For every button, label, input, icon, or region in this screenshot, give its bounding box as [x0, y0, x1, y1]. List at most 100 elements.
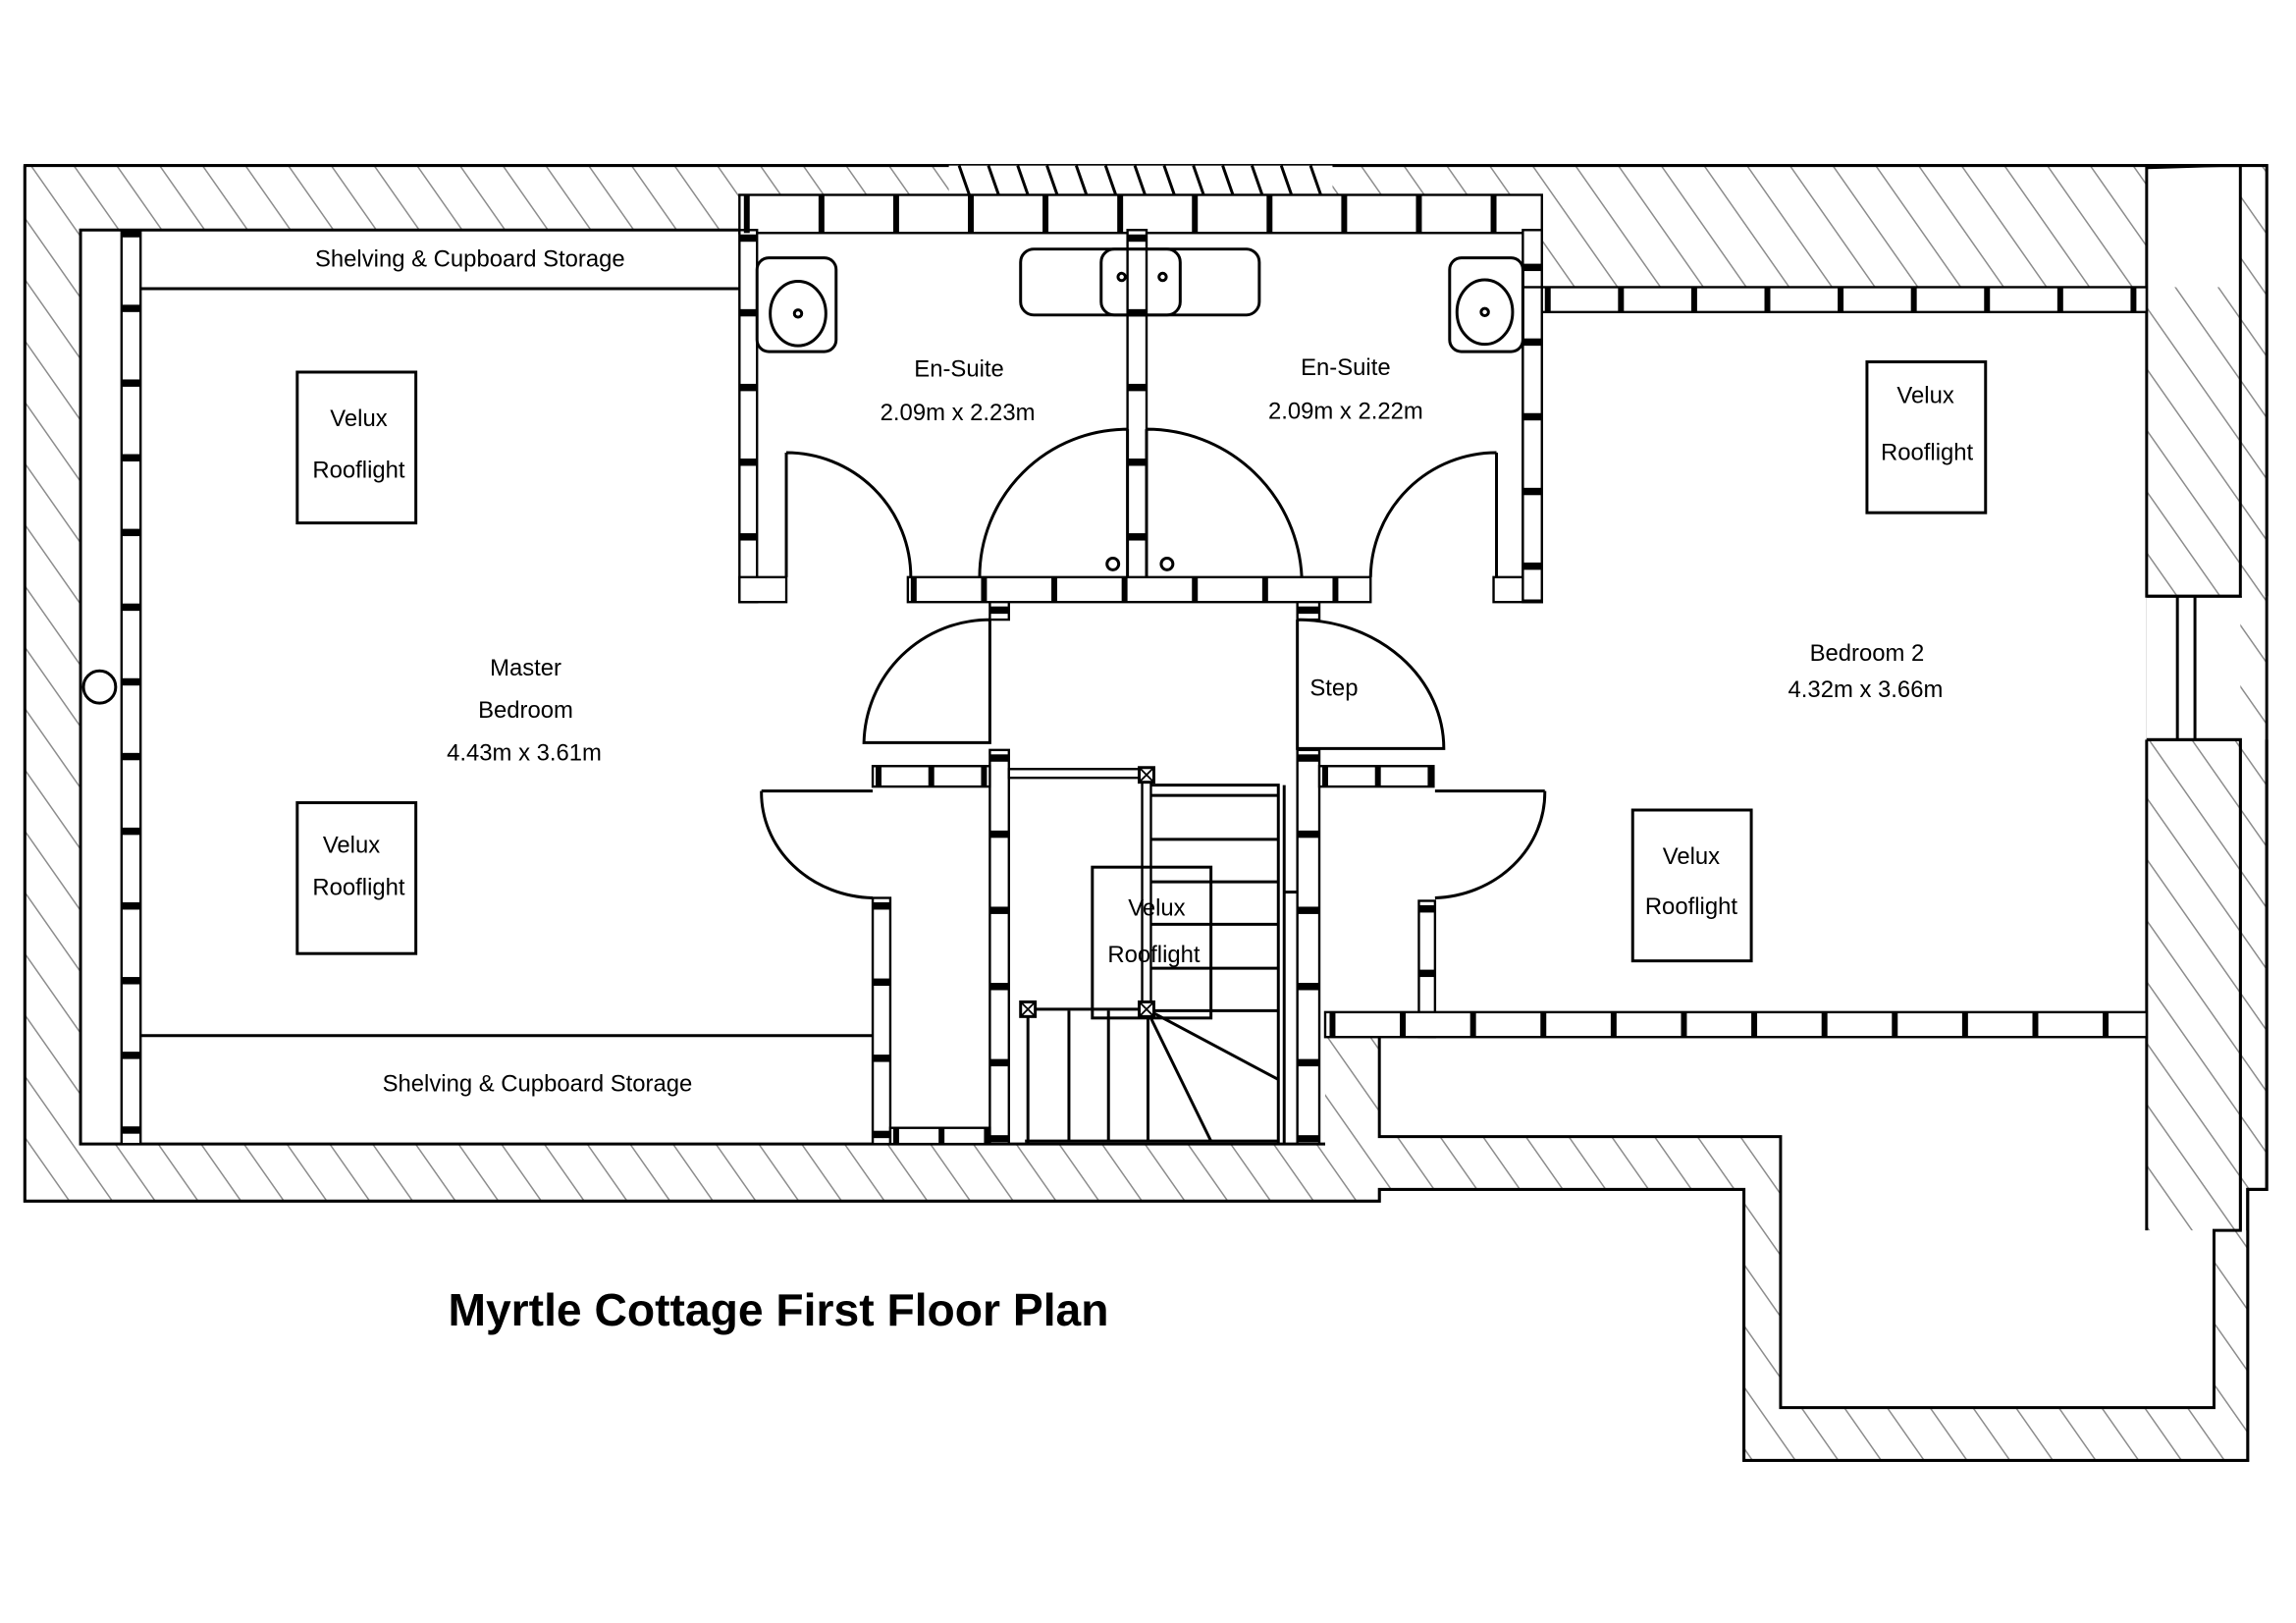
stud-marker: [1490, 194, 1497, 234]
stud-marker: [121, 977, 141, 985]
door-swing-landing-step: [1296, 618, 1446, 750]
stud-marker: [1192, 576, 1199, 603]
stud-marker: [1984, 287, 1991, 312]
stud-marker: [121, 1052, 141, 1059]
stud-marker: [743, 194, 750, 234]
stud-marker: [1522, 263, 1542, 272]
master-bedroom-name-1: Master: [490, 655, 561, 681]
stud-marker: [989, 606, 1009, 615]
stud-marker: [989, 754, 1009, 762]
stud-marker: [1910, 287, 1917, 312]
stud-marker: [989, 1135, 1009, 1143]
stud-marker: [1297, 983, 1320, 991]
stud-marker: [1764, 287, 1771, 312]
rooflight-label: Velux: [1896, 382, 1953, 408]
ensuite-right-name: En-Suite: [1301, 354, 1391, 381]
stud-marker: [1297, 1135, 1320, 1143]
stud-marker: [2130, 287, 2137, 312]
stud-marker: [1469, 1011, 1476, 1038]
bedroom2-dimensions: 4.32m x 3.66m: [1789, 676, 1944, 703]
stud-marker: [1297, 1058, 1320, 1067]
rooflight-label: Rooflight: [1881, 439, 1974, 465]
stud-marker: [1192, 194, 1199, 234]
stud-marker: [1127, 533, 1148, 541]
basin-right: [1448, 256, 1524, 353]
stud-marker: [121, 827, 141, 836]
stud-marker: [739, 458, 758, 466]
rooflight-bedroom2-upper: Velux Rooflight: [1865, 360, 1988, 514]
stud-marker: [1610, 1011, 1617, 1038]
rooflights: Velux Rooflight Velux Rooflight Velux Ro…: [295, 360, 1988, 1020]
stud-marker: [121, 528, 141, 537]
stud-marker: [1042, 194, 1049, 234]
stud-marker: [892, 1127, 899, 1145]
soil-pipe: [81, 669, 118, 705]
stud-marker: [1415, 194, 1422, 234]
stud-marker: [989, 830, 1009, 839]
storage-label-bottom: Shelving & Cupboard Storage: [383, 1070, 693, 1097]
stud-marker: [892, 194, 899, 234]
stud-marker: [1522, 487, 1542, 496]
stud-marker: [1427, 766, 1434, 787]
stud-marker: [873, 1130, 890, 1139]
stud-marker: [1341, 194, 1348, 234]
stud-marker: [2032, 1011, 2039, 1038]
stud-marker: [981, 766, 988, 787]
stud-marker: [2103, 1011, 2109, 1038]
stud-marker: [1297, 906, 1320, 914]
rooflight-label: Velux: [1663, 843, 1720, 870]
rooflight-label: Rooflight: [312, 875, 405, 901]
hatch-bands: [25, 165, 2268, 1461]
staircase: [1007, 766, 1298, 1145]
stud-marker: [989, 906, 1009, 914]
rooflight-label: Rooflight: [1645, 893, 1738, 920]
stud-marker: [1127, 458, 1148, 466]
stud-marker: [1522, 412, 1542, 421]
stud-marker: [873, 901, 890, 910]
stud-marker: [1329, 1011, 1336, 1038]
ensuite-right-dimensions: 2.09m x 2.22m: [1268, 399, 1423, 425]
door-stop-left: [1105, 556, 1121, 571]
door-swing-ensuite-right-a: [1145, 427, 1304, 577]
stud-marker: [1266, 194, 1273, 234]
stud-marker: [876, 766, 882, 787]
room-labels: Shelving & Cupboard Storage Shelving & C…: [315, 246, 1943, 1098]
stud-marker: [1540, 1011, 1547, 1038]
stud-marker: [1838, 287, 1844, 312]
rooflight-stairwell: Velux Rooflight: [1091, 865, 1213, 1020]
stud-marker: [1400, 1011, 1407, 1038]
rooflight-label: Velux: [330, 406, 387, 432]
door-stop-right: [1159, 556, 1175, 571]
stud-marker: [1681, 1011, 1687, 1038]
stud-marker: [121, 901, 141, 910]
stud-marker: [1297, 606, 1320, 615]
stud-marker: [1261, 576, 1268, 603]
stud-marker: [910, 576, 917, 603]
stud-marker: [1117, 194, 1124, 234]
stud-marker: [121, 677, 141, 686]
door-swing-ensuite-left-b: [978, 427, 1130, 577]
rooflight-master-lower: Velux Rooflight: [295, 801, 418, 955]
stud-marker: [1297, 830, 1320, 839]
stud-marker: [121, 1126, 141, 1134]
stud-marker: [873, 1055, 890, 1062]
door-swing-bedroom2: [1434, 789, 1547, 900]
top-window: [948, 165, 1333, 195]
plan-title: Myrtle Cottage First Floor Plan: [448, 1284, 1108, 1335]
master-bedroom-name-2: Bedroom: [478, 697, 573, 724]
fittings: [81, 247, 1524, 705]
stud-marker: [984, 1127, 990, 1145]
rooflight-label: Rooflight: [1107, 942, 1201, 968]
stud-marker: [1892, 1011, 1898, 1038]
stud-marker: [1418, 969, 1435, 978]
stud-marker: [1322, 766, 1328, 787]
stud-marker: [2056, 287, 2063, 312]
rooflight-label: Velux: [1128, 894, 1185, 921]
stud-marker: [928, 766, 934, 787]
stud-marker: [1522, 338, 1542, 347]
stud-marker: [739, 234, 758, 243]
stud-marker: [1418, 904, 1435, 913]
stud-marker: [121, 304, 141, 312]
stud-marker: [1332, 576, 1339, 603]
